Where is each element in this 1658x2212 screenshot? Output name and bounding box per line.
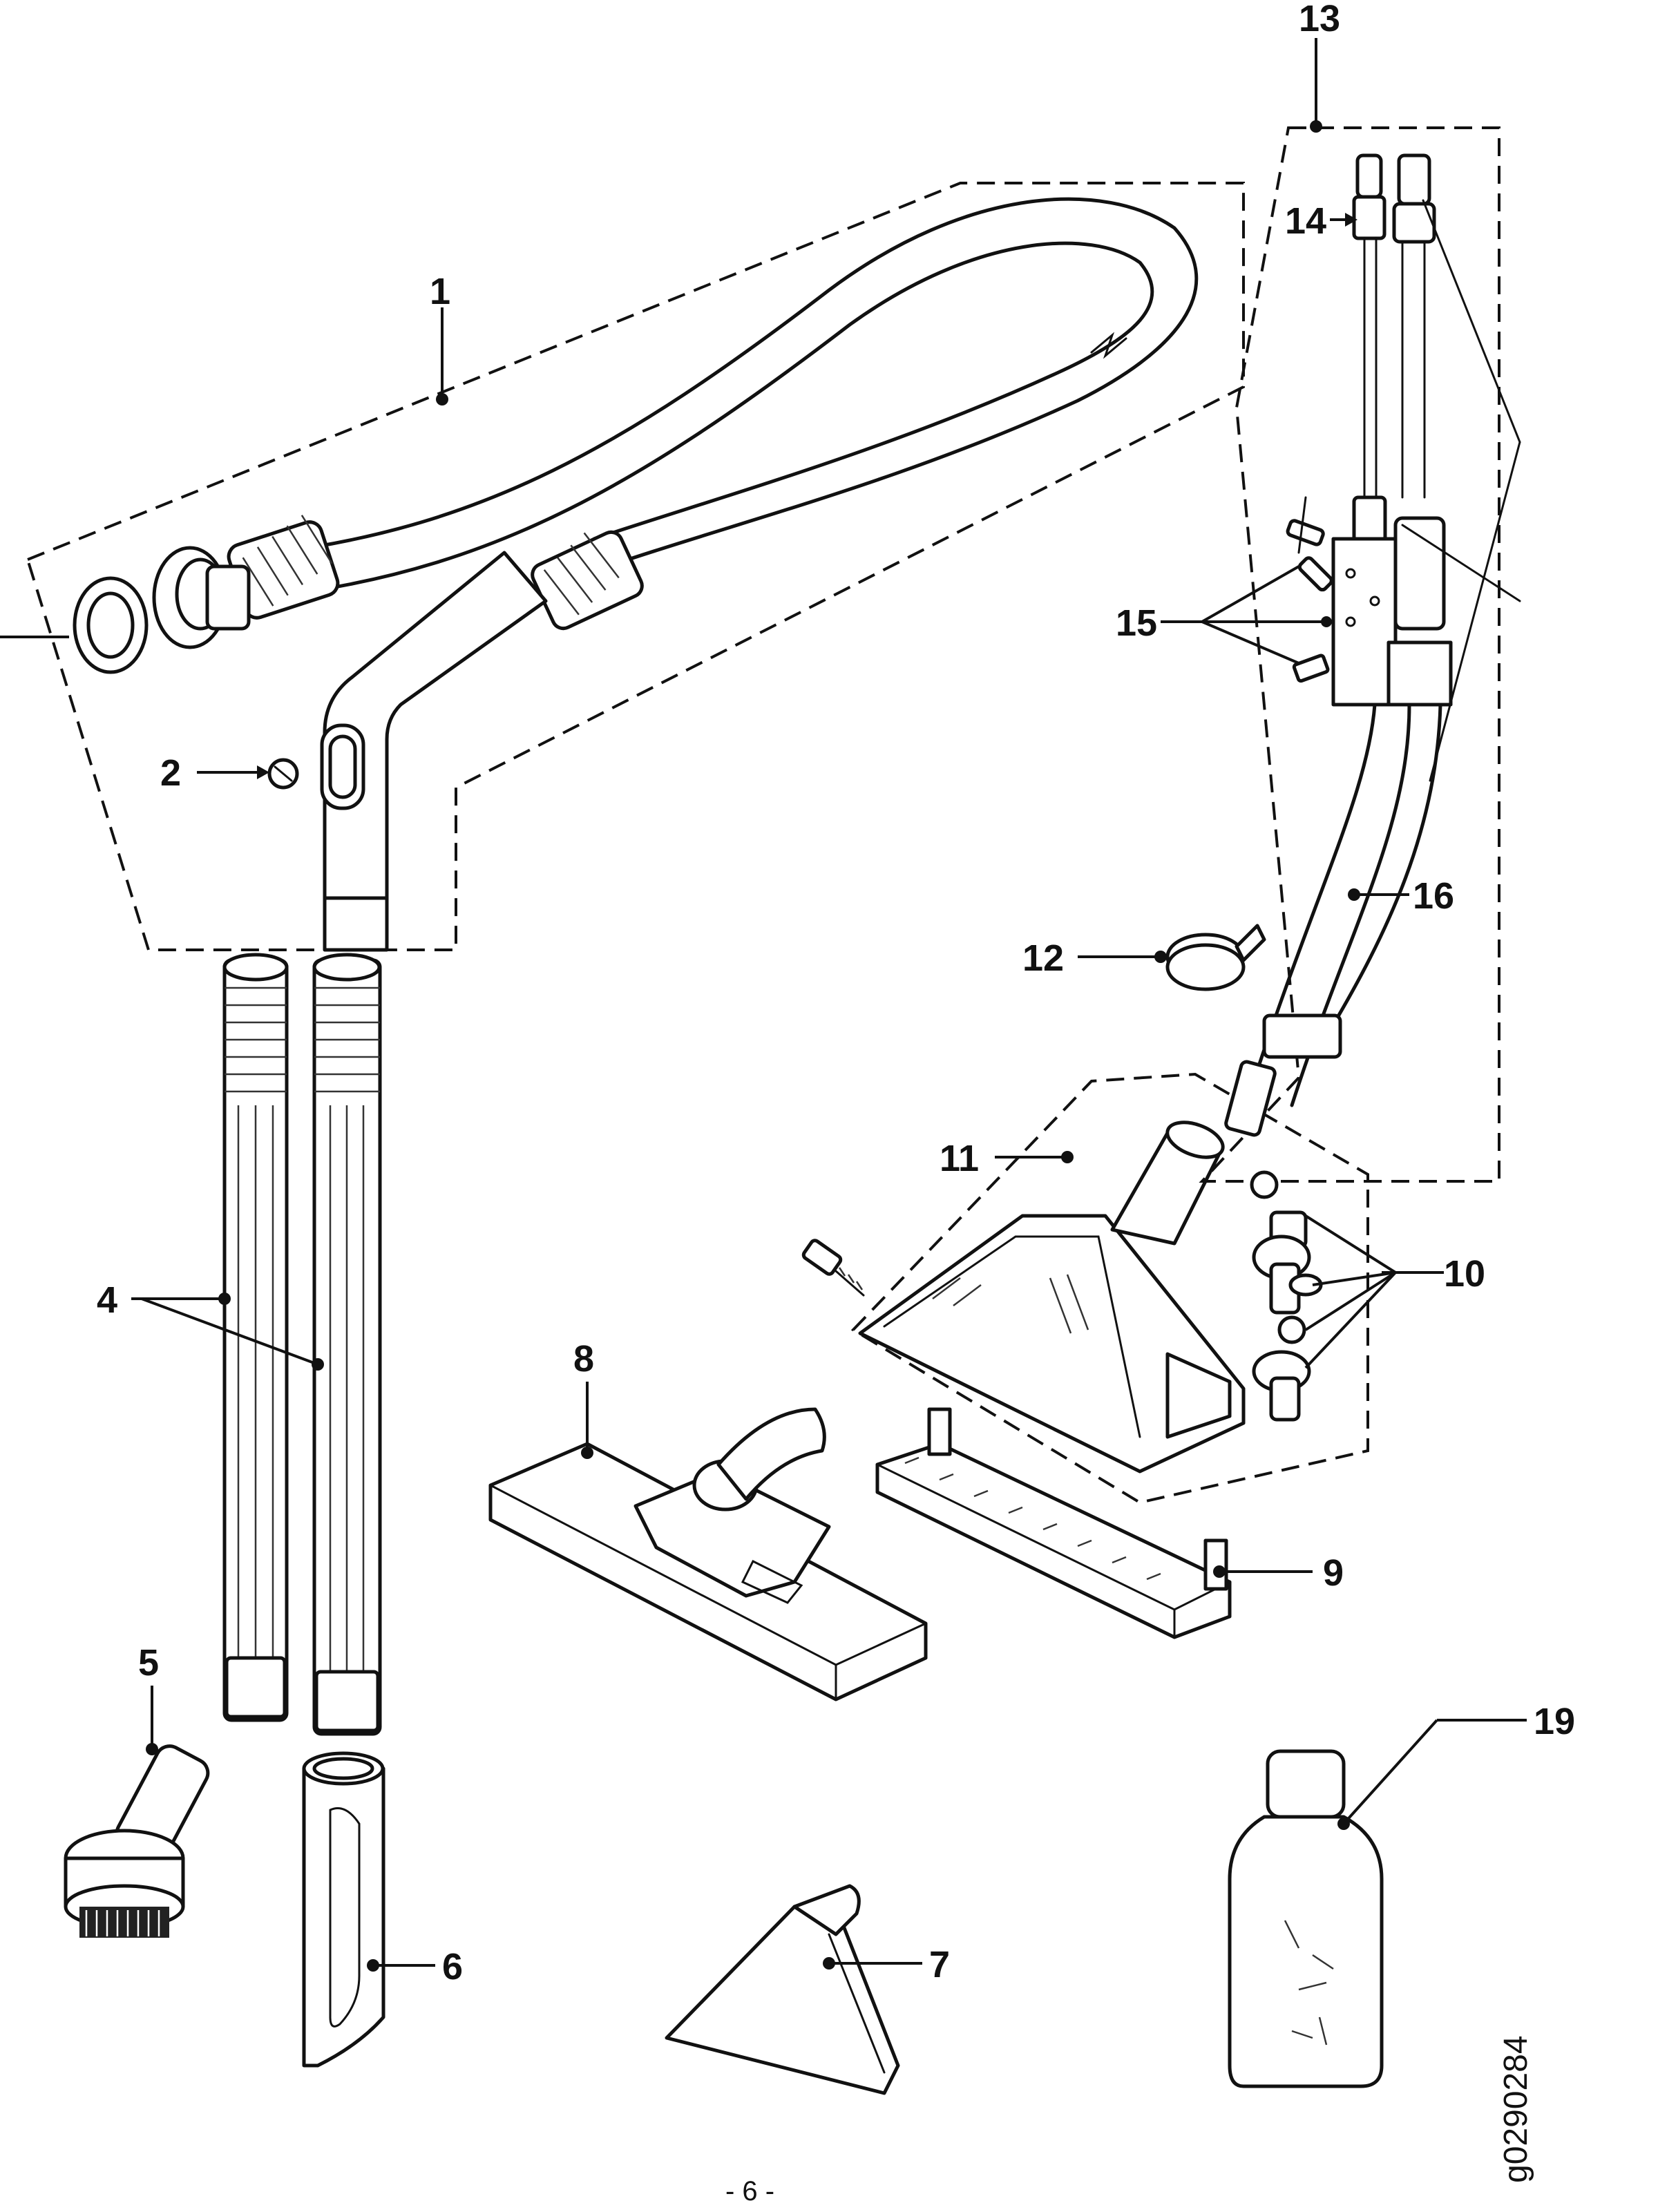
solution-bottle: 19 bbox=[1228, 1701, 1575, 2088]
hose-cut-mark bbox=[1090, 332, 1127, 359]
solution-tube-right bbox=[1392, 153, 1436, 499]
leader-9-dot bbox=[1213, 1565, 1226, 1578]
callout-8: 8 bbox=[573, 1338, 594, 1380]
wand-bracket bbox=[1331, 537, 1453, 707]
squeegee: 9 bbox=[875, 1407, 1344, 1639]
solution-tube-left bbox=[1352, 153, 1387, 499]
hose-assembly-group: 1 2 bbox=[0, 182, 1245, 952]
hose-outer bbox=[274, 197, 1199, 575]
hose-clamp: 12 bbox=[1022, 924, 1266, 991]
leader-5-dot bbox=[146, 1743, 158, 1755]
hose-assembly-boundary bbox=[26, 182, 1245, 951]
leader-10d bbox=[1304, 1271, 1397, 1369]
hose-inner bbox=[288, 241, 1154, 596]
floor-tool: 8 bbox=[488, 1338, 928, 1701]
hose-o-ring bbox=[73, 576, 149, 674]
leader-16-dot bbox=[1348, 888, 1360, 901]
callout-12: 12 bbox=[1022, 937, 1064, 979]
callout-13: 13 bbox=[1299, 0, 1340, 39]
leader-13-dot bbox=[1310, 120, 1322, 133]
callout-14: 14 bbox=[1285, 200, 1326, 242]
callout-5: 5 bbox=[138, 1642, 159, 1684]
trigger-parts bbox=[1286, 496, 1333, 683]
solution-wand-assembly-group: 13 14 15 16 bbox=[1116, 0, 1521, 1183]
upholstery-tool: 7 bbox=[665, 1884, 950, 2095]
callout-15: 15 bbox=[1116, 602, 1157, 644]
wand-b bbox=[312, 953, 382, 1736]
leader-10c bbox=[1304, 1271, 1397, 1331]
leader-19-dot bbox=[1337, 1818, 1350, 1830]
hose-handle bbox=[320, 551, 548, 952]
dusting-brush: 5 bbox=[64, 1642, 210, 1938]
solution-wand-assembly-boundary bbox=[1199, 126, 1500, 1183]
callout-2: 2 bbox=[160, 752, 181, 794]
drawing-code: g0290284 bbox=[1498, 2035, 1534, 2183]
leader-15c bbox=[1201, 620, 1299, 665]
spray-fittings: 10 bbox=[1250, 1170, 1485, 1422]
leader-14-arrow bbox=[1345, 213, 1357, 227]
leader-10a bbox=[1304, 1214, 1397, 1274]
leader-4-dot-b bbox=[312, 1358, 324, 1371]
leader-15-dot bbox=[1321, 616, 1332, 627]
nozzle-screw bbox=[801, 1239, 865, 1297]
leader-4-dot-a bbox=[218, 1293, 231, 1305]
callout-6: 6 bbox=[442, 1946, 463, 1987]
leader-1-dot bbox=[436, 393, 448, 406]
leader-4b bbox=[141, 1297, 318, 1366]
leader-8-dot bbox=[581, 1447, 593, 1459]
extension-wands: 4 bbox=[97, 953, 382, 1736]
callout-1: 1 bbox=[430, 271, 450, 312]
wand-a bbox=[222, 953, 289, 1722]
callout-4: 4 bbox=[97, 1279, 117, 1321]
page-number: - 6 - bbox=[725, 2176, 774, 2206]
leader-15b bbox=[1201, 565, 1299, 623]
leader-19a bbox=[1342, 1719, 1438, 1825]
callout-11: 11 bbox=[940, 1138, 979, 1179]
callout-19: 19 bbox=[1534, 1701, 1575, 1742]
part-2-clip bbox=[267, 758, 299, 790]
hose-cuff bbox=[227, 515, 340, 620]
nozzle-assembly-boundary bbox=[850, 1072, 1369, 1505]
hose-swivel-connector bbox=[152, 546, 251, 649]
leader-12-dot bbox=[1154, 951, 1167, 963]
leader-7-dot bbox=[823, 1957, 835, 1970]
crevice-tool: 6 bbox=[302, 1751, 463, 2068]
callout-16: 16 bbox=[1413, 875, 1454, 917]
callout-10: 10 bbox=[1444, 1253, 1485, 1295]
leader-2-arrow bbox=[257, 765, 269, 779]
handle-cuff bbox=[531, 530, 644, 631]
leader-11-dot bbox=[1061, 1151, 1074, 1163]
leader-10b bbox=[1312, 1271, 1396, 1286]
nozzle-assembly-group: 11 bbox=[801, 1072, 1369, 1505]
leader-6-dot bbox=[367, 1959, 379, 1972]
callout-9: 9 bbox=[1323, 1552, 1344, 1594]
callout-7: 7 bbox=[929, 1944, 950, 1985]
